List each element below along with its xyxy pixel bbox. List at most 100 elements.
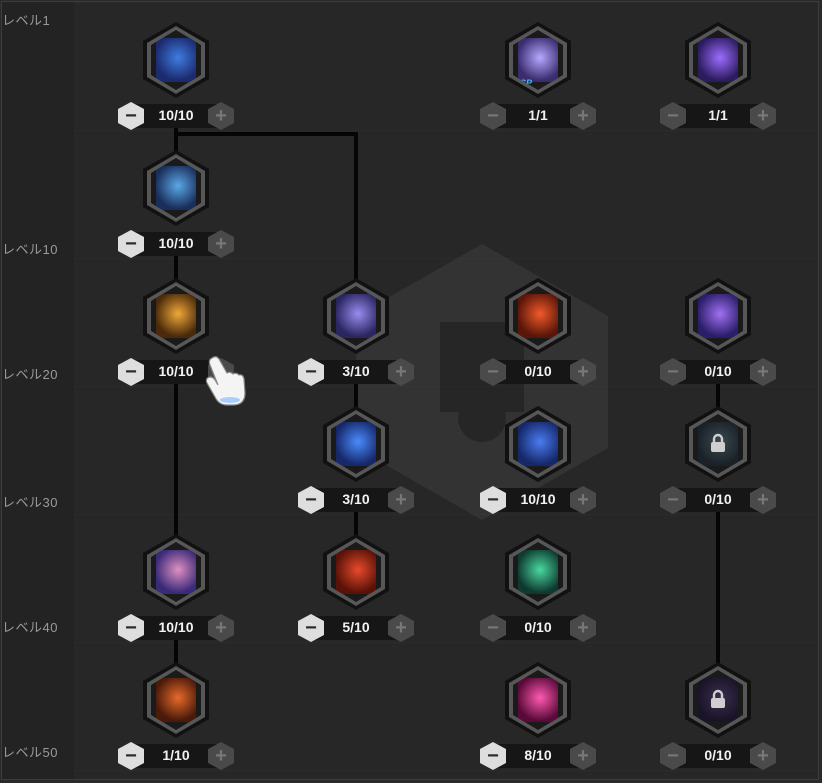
tree-connector [354,498,358,538]
skill-node[interactable]: − 0/10 + [478,278,598,398]
skill-hex-frame[interactable] [143,534,209,610]
skill-hex-frame[interactable] [685,278,751,354]
increase-level-button[interactable]: + [208,742,234,770]
increase-level-button[interactable]: + [208,230,234,258]
skill-level-controls: − 0/10 + [658,358,778,386]
increase-level-button[interactable]: + [388,614,414,642]
skill-level-controls: − 3/10 + [296,358,416,386]
lock-icon [711,689,725,708]
skill-hex-frame[interactable] [143,278,209,354]
decrease-level-button[interactable]: − [480,614,506,642]
skill-hex-frame[interactable] [505,534,571,610]
skill-level-value: 0/10 [524,619,552,635]
skill-hex-frame[interactable]: SP [505,22,571,98]
skill-node[interactable]: − 10/10 + [116,278,236,398]
skill-level-value: 0/10 [704,747,732,763]
skill-node[interactable]: SP − 1/1 + [478,22,598,142]
skill-level-value: 1/1 [708,107,728,123]
skill-node[interactable]: − 8/10 + [478,662,598,779]
decrease-level-button[interactable]: − [118,614,144,642]
decrease-level-button[interactable]: − [480,742,506,770]
skill-icon [156,294,196,338]
skill-hex-frame[interactable] [505,406,571,482]
level-column: レベル1 レベル10 レベル20 レベル30 レベル40 レベル50 [2,2,75,779]
decrease-level-button[interactable]: − [118,742,144,770]
skill-level-value: 10/10 [158,235,194,251]
tree-connector [354,132,358,280]
skill-node[interactable]: − 1/10 + [116,662,236,779]
skill-hex-frame[interactable] [143,662,209,738]
skill-node[interactable]: − 3/10 + [296,278,416,398]
decrease-level-button[interactable]: − [660,742,686,770]
tree-connector [716,370,720,410]
skill-node[interactable]: − 10/10 + [478,406,598,526]
skill-node[interactable]: − 1/1 + [658,22,778,142]
level-label-30: レベル30 [2,495,58,510]
skill-icon [698,38,738,82]
skill-level-value: 0/10 [524,363,552,379]
skill-icon [336,294,376,338]
skill-icon [156,166,196,210]
sp-badge: SP [520,78,533,88]
skill-level-controls: − 0/10 + [478,614,598,642]
increase-level-button[interactable]: + [750,742,776,770]
skill-level-value: 1/10 [162,747,190,763]
skill-icon [156,678,196,722]
decrease-level-button[interactable]: − [480,102,506,130]
skill-hex-frame[interactable] [685,22,751,98]
skill-level-value: 10/10 [158,619,194,635]
skill-level-value: 3/10 [342,491,370,507]
skill-hex-frame[interactable] [323,406,389,482]
skill-node[interactable]: − 0/10 + [478,534,598,654]
skill-level-controls: − 10/10 + [116,230,236,258]
level-label-1: レベル1 [2,13,51,28]
tree-connector [174,132,358,136]
skill-node[interactable]: − 10/10 + [116,534,236,654]
skill-level-value: 1/1 [528,107,548,123]
skill-icon [336,550,376,594]
skill-icon [518,422,558,466]
skill-level-value: 10/10 [158,363,194,379]
decrease-level-button[interactable]: − [118,230,144,258]
skill-hex-frame[interactable] [323,278,389,354]
skill-hex-frame[interactable] [685,406,751,482]
skill-level-controls: − 3/10 + [296,486,416,514]
skill-node[interactable]: − 10/10 + [116,150,236,270]
increase-level-button[interactable]: + [208,614,234,642]
skill-level-controls: − 10/10 + [116,102,236,130]
tree-connector [174,624,178,666]
skill-hex-frame[interactable] [143,150,209,226]
skill-level-value: 3/10 [342,363,370,379]
skill-node[interactable]: − 3/10 + [296,406,416,526]
level-label-10: レベル10 [2,242,58,257]
skill-node[interactable]: − 10/10 + [116,22,236,142]
skill-level-value: 10/10 [158,107,194,123]
skill-level-controls: − 0/10 + [478,358,598,386]
skill-level-controls: − 0/10 + [658,742,778,770]
skill-icon [156,550,196,594]
skill-node[interactable]: − 0/10 + [658,662,778,779]
skill-hex-frame[interactable] [505,278,571,354]
decrease-level-button[interactable]: − [298,614,324,642]
skill-level-value: 10/10 [520,491,556,507]
skill-node[interactable]: − 5/10 + [296,534,416,654]
skill-level-value: 0/10 [704,491,732,507]
skill-hex-frame[interactable] [505,662,571,738]
skill-hex-frame[interactable] [143,22,209,98]
skill-node[interactable]: − 0/10 + [658,278,778,398]
skill-hex-frame[interactable] [323,534,389,610]
tree-connector [716,498,720,666]
skill-node[interactable]: − 0/10 + [658,406,778,526]
increase-level-button[interactable]: + [570,742,596,770]
increase-level-button[interactable]: + [570,614,596,642]
skill-level-controls: − 10/10 + [478,486,598,514]
skill-grid [74,2,818,779]
skill-hex-frame[interactable] [685,662,751,738]
skill-level-controls: − 0/10 + [658,486,778,514]
skill-icon [518,550,558,594]
skill-level-value: 0/10 [704,363,732,379]
tree-connector [174,370,178,538]
skill-icon [336,422,376,466]
skill-level-controls: − 10/10 + [116,614,236,642]
